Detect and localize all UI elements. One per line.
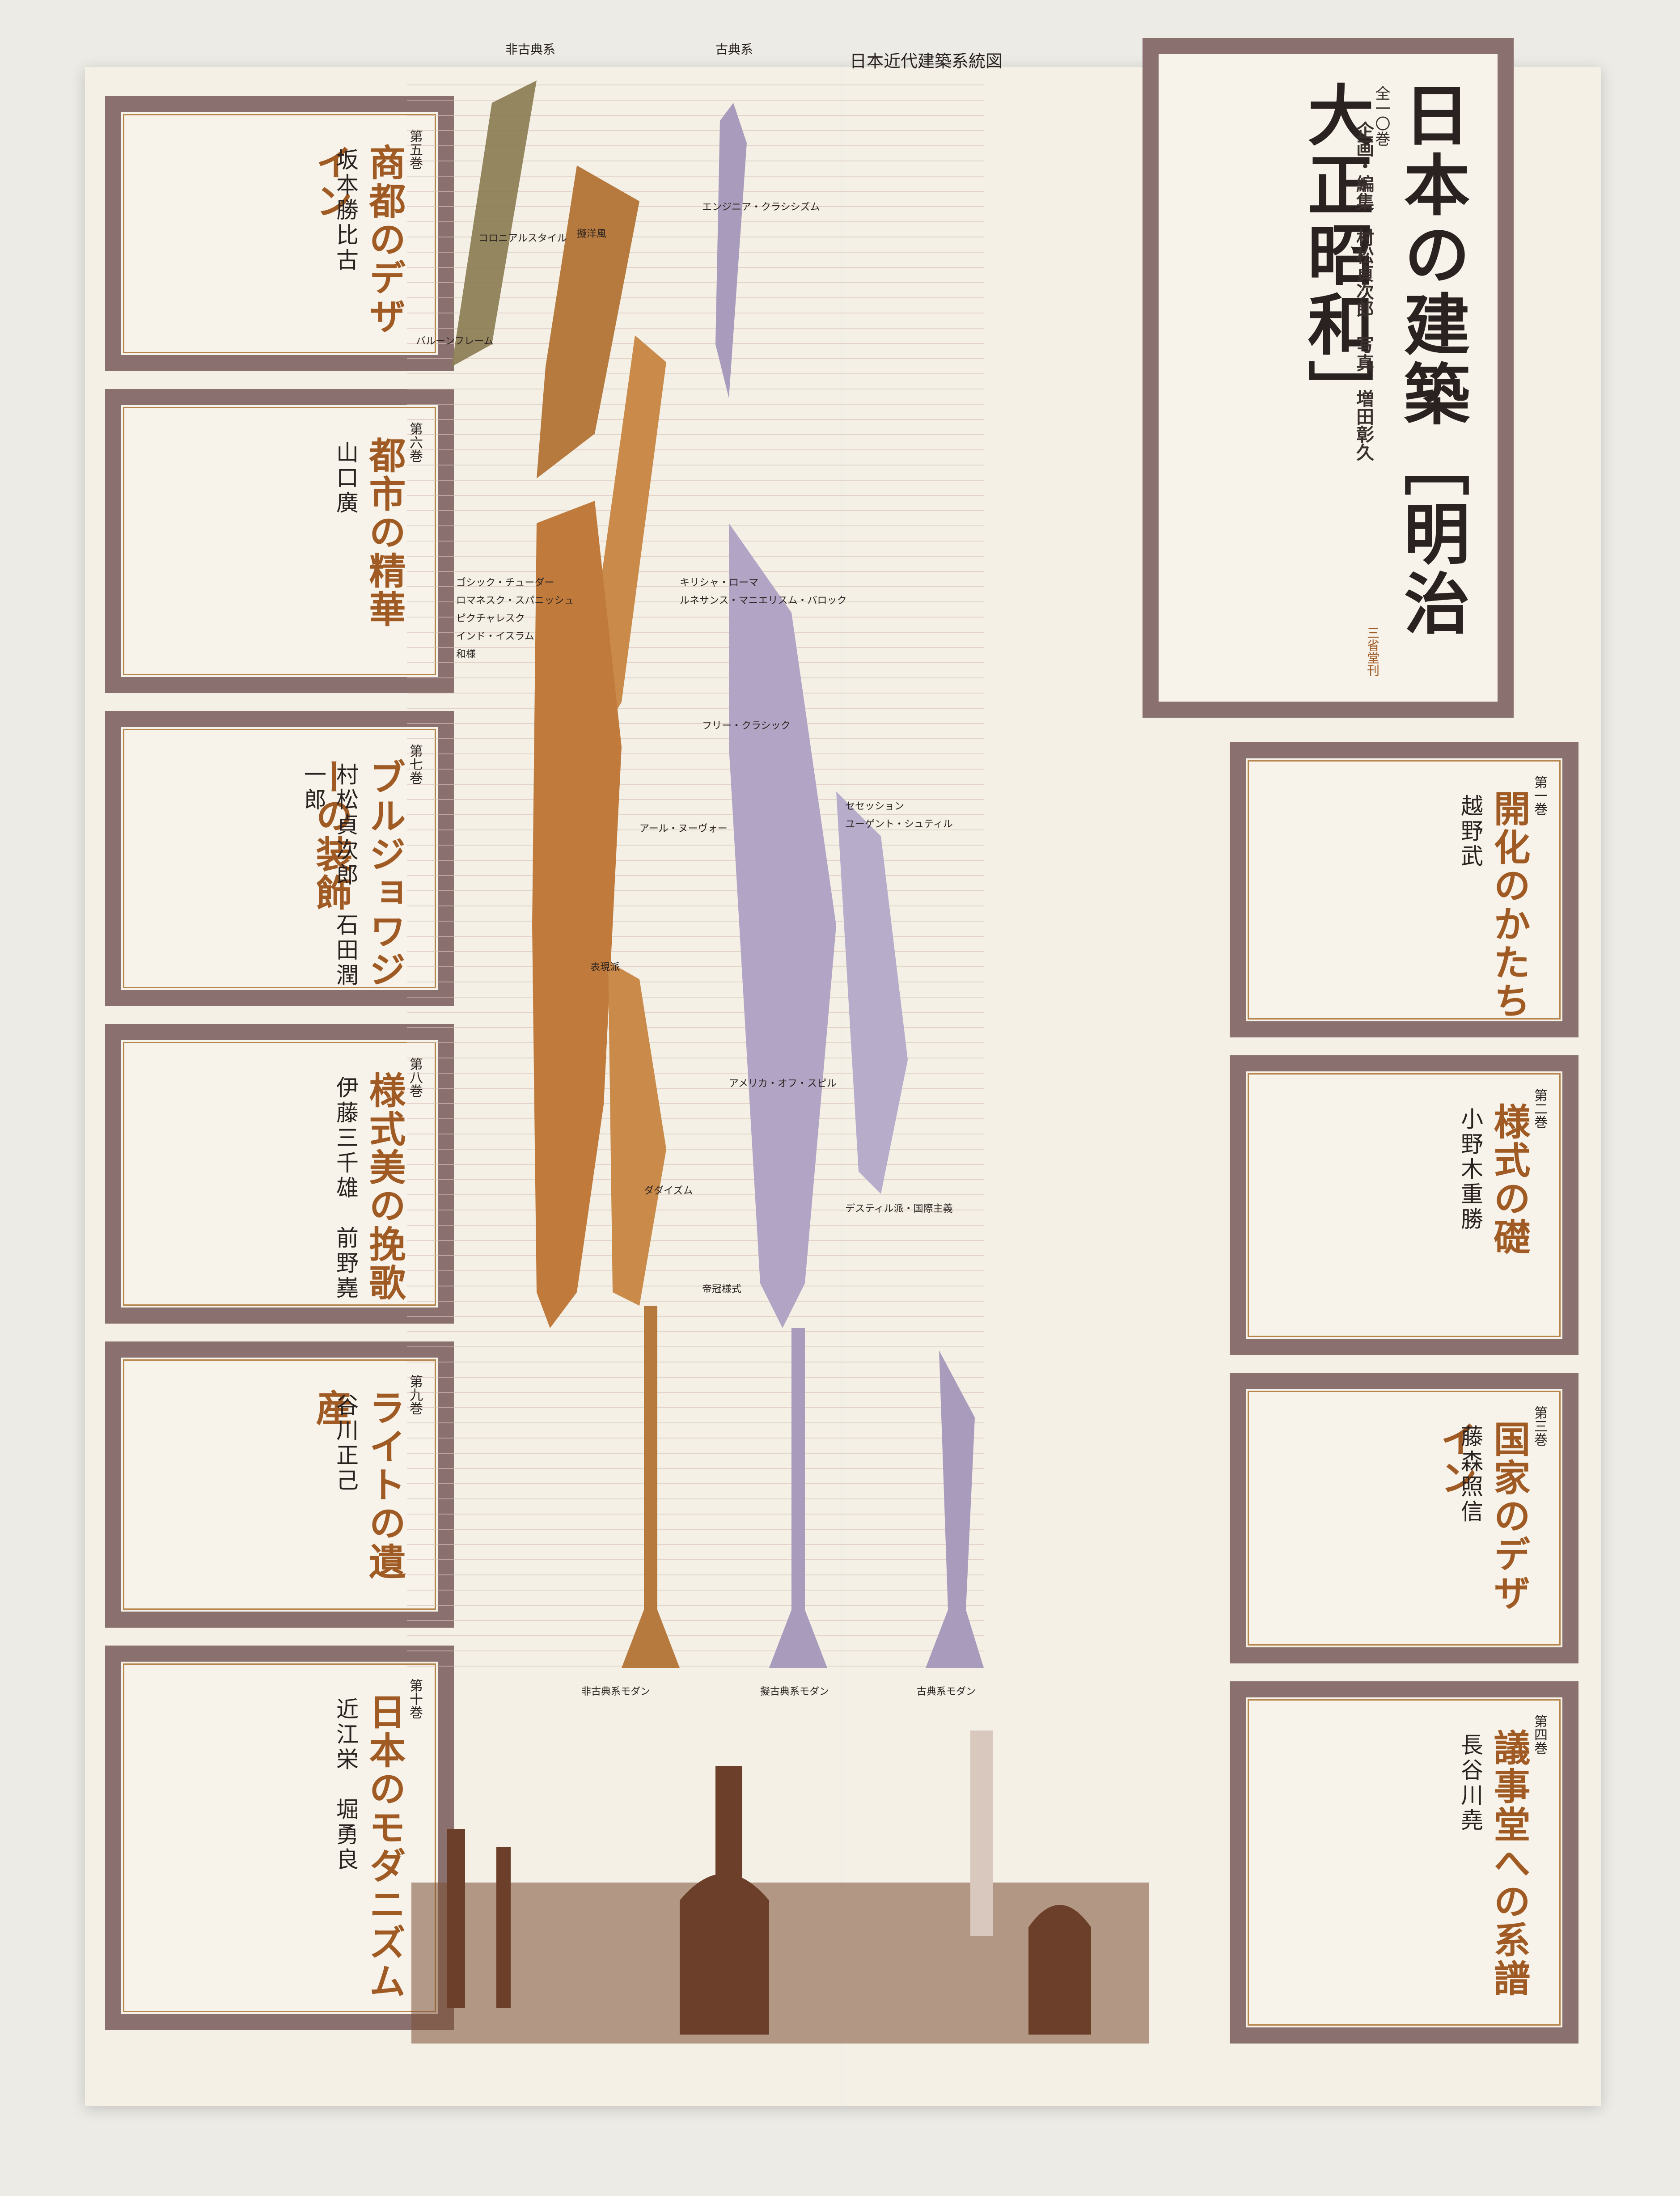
genealogy-chart: コロニアルスタイル擬洋風バルーンフレーム エンジニア・クラシシズムゴシック・チュー… [407, 42, 1003, 1697]
volume-box-left-5: 第十巻日本のモダニズム近江栄 堀勇良 [105, 1646, 454, 2030]
volume-title: 国家のデザイン [1434, 1420, 1530, 1612]
style-label: ロマネスク・スパニッシュ [456, 595, 574, 606]
volume-number: 第八巻 [407, 1057, 423, 1097]
editors: 企画・編集 村松貞次郎 写真 増田彰久 [1353, 121, 1374, 461]
brown-stem-modern [622, 1306, 680, 1668]
chart-title: 日本近代建築系統図 [850, 51, 1003, 71]
volume-editor: 谷川正己 [333, 1393, 359, 1494]
label-non-classical: 非古典系 [505, 42, 555, 57]
box-inner-border [123, 1663, 436, 2012]
label-classical: 古典系 [715, 42, 753, 57]
style-label: バルーンフレーム [416, 336, 494, 347]
lavender-strand-engineer [715, 103, 747, 398]
volume-box-left-0: 第五巻商都のデザイン坂本勝比古 [105, 96, 454, 371]
box-inner-border [1248, 1699, 1561, 2026]
style-label: ユーゲント・シュティル [845, 819, 953, 830]
volume-box-left-2: 第七巻ブルジョワジーの装飾村松貞次郎 石田潤一郎 [105, 711, 454, 1006]
volume-editor: 坂本勝比古 [333, 148, 359, 273]
volume-title: 商都のデザイン [309, 144, 406, 336]
edition: 全一〇巻 [1372, 85, 1390, 146]
style-label: ゴシック・チューダー [456, 577, 554, 588]
brown-trunk-main [532, 501, 622, 1328]
style-label: キリシャ・ローマ [680, 577, 758, 588]
brown-strand-expressionism [608, 961, 666, 1306]
box-inner-border [1248, 760, 1561, 1020]
style-label: 表現派 [590, 962, 620, 973]
box-inner-border [1248, 1073, 1561, 1337]
volume-editor: 村松貞次郎 石田潤一郎 [300, 763, 359, 988]
style-label: ピクチャレスク [456, 613, 525, 624]
bottom-label-1: 非古典系モダン [581, 1686, 650, 1697]
volume-number: 第九巻 [407, 1375, 423, 1415]
style-label: 擬洋風 [577, 228, 606, 240]
style-label: ルネサンス・マニエリスム・バロック [680, 595, 847, 606]
volume-title: 都市の精華 [363, 436, 406, 629]
style-label: ダダイズム [644, 1185, 693, 1197]
lavender-strand-renaissance [729, 523, 836, 1328]
chart-labels: コロニアルスタイル擬洋風バルーンフレーム エンジニア・クラシシズムゴシック・チュー… [416, 202, 953, 1295]
lavender-stem-pseudo [769, 1328, 827, 1668]
volume-number: 第十巻 [407, 1679, 423, 1719]
box-inner-border [123, 1042, 436, 1306]
lavender-stem-classical [926, 1350, 984, 1668]
volume-number: 第一巻 [1532, 775, 1547, 816]
volume-box-right-0: 第一巻開化のかたち越野武 [1230, 742, 1578, 1037]
olive-strand-colonial [452, 80, 537, 367]
volume-box-right-2: 第三巻国家のデザイン藤森照信 [1230, 1373, 1578, 1663]
main-title: 日本の建築［明治大正昭和］ [1296, 81, 1470, 639]
volume-box-left-3: 第八巻様式美の挽歌伊藤三千雄 前野嶤 [105, 1024, 454, 1324]
volume-number: 第五巻 [407, 129, 423, 169]
volume-title: ブルジョワジーの装飾 [309, 758, 406, 989]
style-label: 帝冠様式 [702, 1284, 741, 1295]
style-label: エンジニア・クラシシズム [702, 202, 820, 213]
volume-editor: 長谷川堯 [1457, 1733, 1483, 1833]
style-label: アール・ヌーヴォー [639, 823, 728, 834]
volume-number: 第六巻 [407, 422, 423, 462]
volume-title: 開化のかたち [1487, 790, 1530, 1020]
box-inner-border [123, 729, 436, 988]
volume-box-left-4: 第九巻ライトの遺産谷川正己 [105, 1341, 454, 1628]
style-label: コロニアルスタイル [478, 233, 567, 244]
volume-editor: 藤森照信 [1457, 1425, 1483, 1525]
volume-title: 日本のモダニズム [363, 1693, 406, 2001]
volume-editor: 小野木重勝 [1457, 1107, 1483, 1232]
style-label: セセッション [845, 801, 904, 812]
style-label: フリー・クラシック [702, 720, 791, 732]
volume-title: 様式の礎 [1487, 1103, 1530, 1257]
volume-box-left-1: 第六巻都市の精華山口廣 [105, 389, 454, 693]
brown-strand-giyofu [537, 165, 639, 478]
volume-number: 第四巻 [1532, 1714, 1547, 1755]
style-label: 和様 [456, 649, 476, 660]
style-label: インド・イスラム [456, 631, 534, 642]
volume-number: 第三巻 [1532, 1406, 1547, 1446]
volume-editor: 山口廣 [333, 441, 359, 516]
center-fold [841, 67, 843, 2106]
lavender-strand-secession [836, 791, 908, 1194]
volume-title: ライトの遺産 [309, 1389, 406, 1581]
style-label: デスティル派・国際主義 [845, 1203, 953, 1214]
volume-title: 議事堂への系譜 [1487, 1729, 1530, 1998]
building-photo-collage [411, 1731, 1149, 2044]
box-inner-border [1248, 1391, 1561, 1646]
style-label: アメリカ・オフ・スピル [729, 1078, 837, 1089]
volume-editor: 伊藤三千雄 前野嶤 [333, 1076, 359, 1301]
volume-number: 第二巻 [1532, 1088, 1547, 1129]
volume-editor: 越野武 [1457, 794, 1483, 869]
title-box: 日本の建築［明治大正昭和］ 全一〇巻 企画・編集 村松貞次郎 写真 増田彰久 三… [1143, 38, 1514, 718]
volume-number: 第七巻 [407, 744, 423, 784]
volume-box-right-3: 第四巻議事堂への系譜長谷川堯 [1230, 1681, 1578, 2044]
box-inner-border [123, 1359, 436, 1610]
bottom-label-2: 擬古典系モダン [760, 1686, 829, 1697]
publisher: 三省堂刊 [1365, 626, 1380, 677]
volume-editor: 近江栄 堀勇良 [333, 1697, 359, 1873]
box-inner-border [123, 114, 436, 353]
volume-box-right-1: 第二巻様式の礎小野木重勝 [1230, 1055, 1578, 1355]
bottom-label-3: 古典系モダン [917, 1686, 976, 1697]
volume-title: 様式美の挽歌 [363, 1071, 406, 1302]
